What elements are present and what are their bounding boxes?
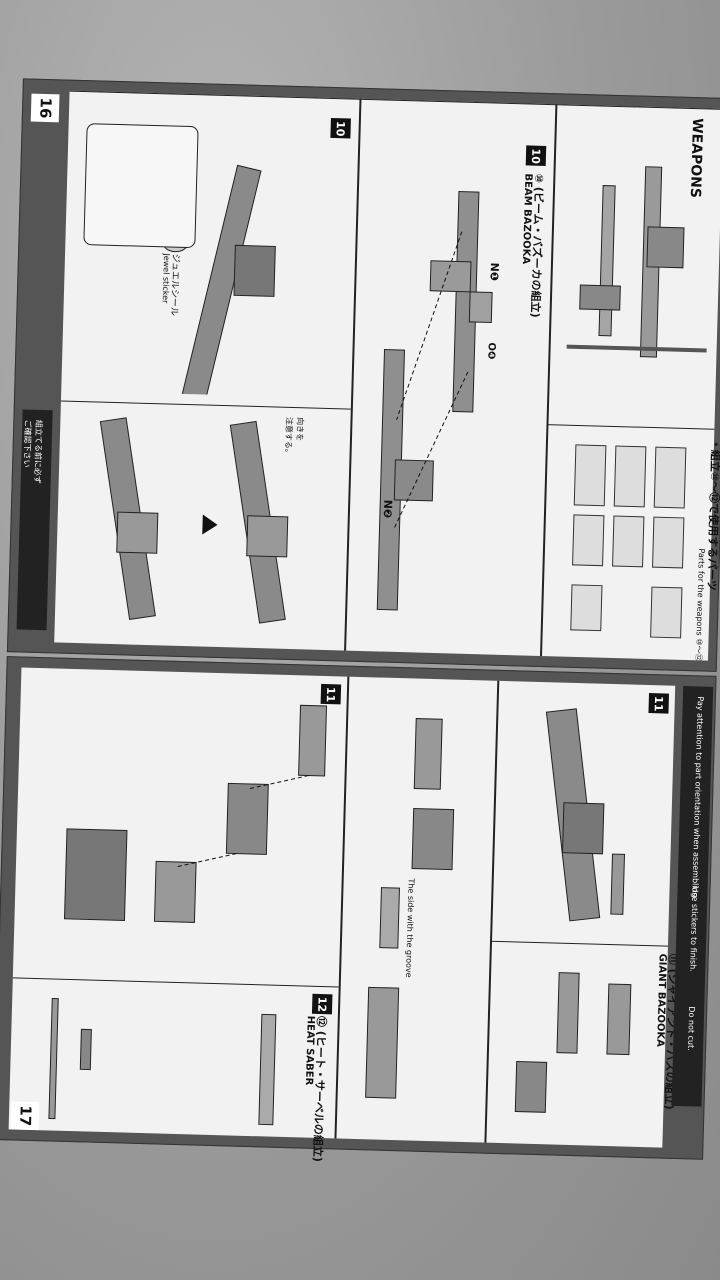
step-10-badge: 10 xyxy=(525,145,547,166)
giant-bazooka-top xyxy=(545,708,626,922)
sticker-label-en: Jewel sticker xyxy=(160,253,172,304)
heat-saber-assembly xyxy=(48,997,277,1126)
page-16-content: WEAPONS ・組立⑩〜⑫で使用するパーツ Parts for the wea… xyxy=(54,90,720,662)
divider xyxy=(490,940,668,947)
divider xyxy=(546,424,715,430)
page-number: 17 xyxy=(10,1101,40,1131)
step-10-badge: 10 xyxy=(330,117,351,139)
bazooka-sight-assembly xyxy=(99,417,289,624)
divider xyxy=(12,977,339,988)
svg-text:O❹: O❹ xyxy=(485,342,496,359)
caution-text: 組立てる前に必ず ご確認下さい xyxy=(22,419,44,485)
divider xyxy=(60,400,351,410)
beam-bazooka-exploded: N❶ N❷ O❹ xyxy=(376,191,501,611)
legend-text-3: Do not cut. xyxy=(686,1006,697,1051)
runner-diagrams xyxy=(570,444,687,639)
step-12-badge: 12 xyxy=(311,993,333,1015)
page-number: 16 xyxy=(30,93,60,123)
inset-detail-panel xyxy=(83,123,199,249)
instruction-booklet: 16 WEAPONS ・組立⑩〜⑫で使用するパーツ Parts for the … xyxy=(0,78,720,1162)
giant-bazooka-grip xyxy=(514,972,632,1113)
giant-bazooka-exploded xyxy=(63,704,328,923)
page-17-content: 11 11 ⑪ (ジャイアント・バズの組立) GIANT BAZOOKA xyxy=(8,667,680,1162)
svg-text:N❷: N❷ xyxy=(381,499,395,518)
svg-text:N❶: N❶ xyxy=(487,262,501,281)
page-17: 11 11 ⑪ (ジャイアント・バズの組立) GIANT BAZOOKA xyxy=(0,656,717,1162)
caution-strip: 組立てる前に必ず ご確認下さい xyxy=(16,409,53,631)
direction-note: 向きを 注意する。 xyxy=(283,416,305,457)
legend-text-1: Pay attention to part orientation when a… xyxy=(690,696,705,901)
parts-header-en: Parts for the weapons ⑩〜⑫ xyxy=(693,548,707,662)
weapons-illustration xyxy=(566,166,707,358)
grip-assembly xyxy=(365,718,455,1099)
legend-text-2: Use stickers to finish. xyxy=(688,886,700,972)
page-16: 16 WEAPONS ・組立⑩〜⑫で使用するパーツ Parts for the … xyxy=(6,78,720,672)
